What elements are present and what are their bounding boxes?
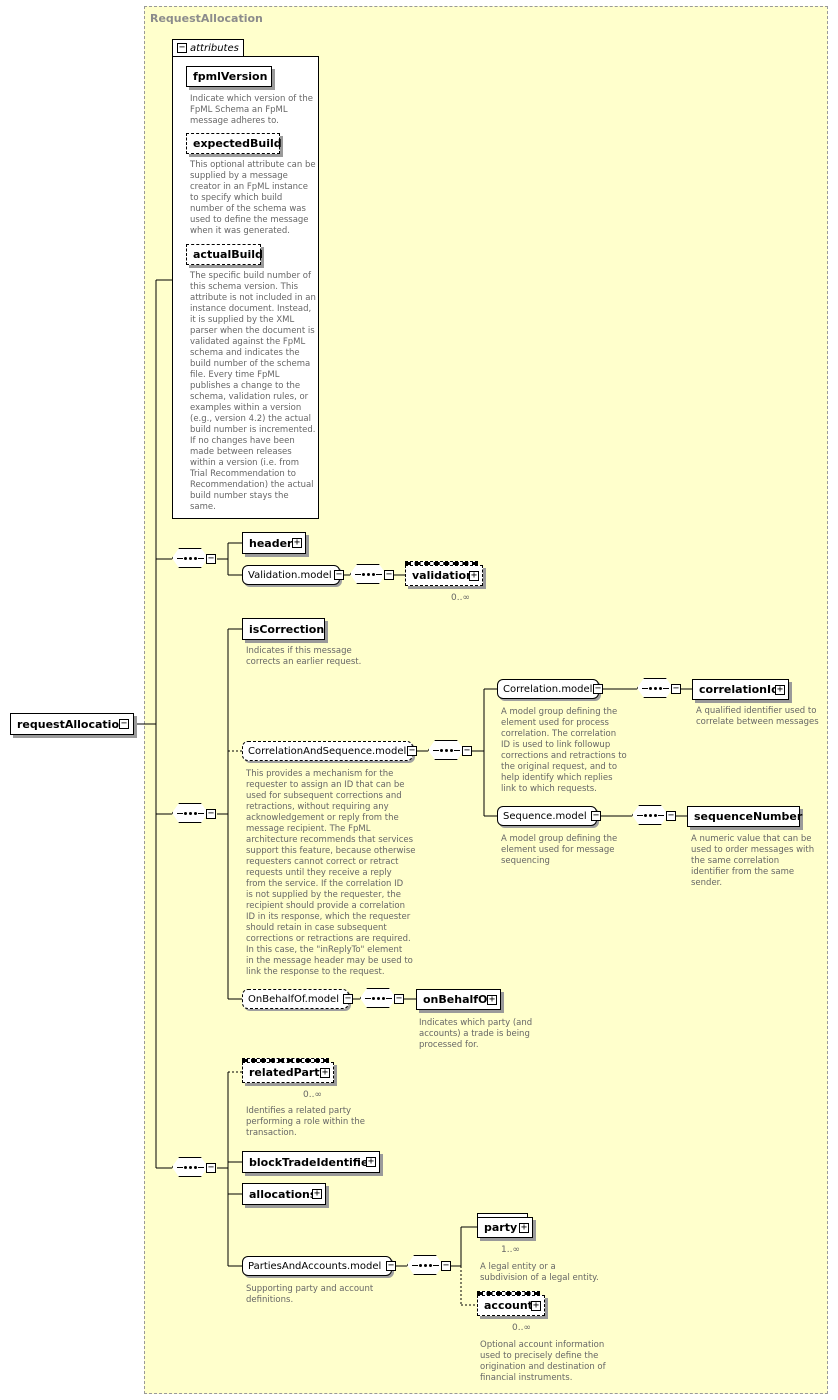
cardinality: 0..∞ [512,1323,531,1333]
collapse-icon[interactable]: − [177,42,187,53]
collapse-icon[interactable]: − [119,718,129,729]
collapse-icon[interactable]: − [343,993,353,1004]
cardinality: 0..∞ [451,593,470,603]
attribute-expectedBuild[interactable]: expectedBuild [186,133,282,154]
element-label: onBehalfOf [423,993,493,1006]
collapse-icon[interactable]: − [206,808,216,819]
group-label: Validation.model [248,569,332,581]
group-label: OnBehalfOf.model [248,993,339,1005]
correlationId-desc: A qualified identifier used to correlate… [696,706,819,727]
sequence-compositor [172,548,210,570]
group-Correlation-model[interactable]: Correlation.model − [497,679,603,699]
collapse-icon[interactable]: − [206,553,216,564]
group-CorrelationAndSequence-model[interactable]: CorrelationAndSequence.model − [242,741,417,761]
element-label: sequenceNumber [694,810,803,823]
sequence-compositor [172,1157,210,1179]
cardinality: 0..∞ [303,1090,322,1100]
element-label: header [249,536,293,550]
group-label: Correlation.model [503,683,593,695]
account-desc: Optional account information used to pre… [480,1340,606,1383]
element-party[interactable]: party + [477,1213,533,1238]
attribute-actualBuild[interactable]: actualBuild [186,244,263,265]
element-label: relatedParty [249,1066,327,1079]
expand-icon[interactable]: + [366,1156,376,1167]
element-label: validation [412,569,474,582]
expand-icon[interactable]: + [320,1067,330,1078]
attributes-tab-label: attributes [190,43,239,54]
collapse-icon[interactable]: − [386,1260,396,1271]
element-header[interactable]: header + [242,532,306,554]
collapse-icon[interactable]: − [394,993,404,1004]
sequence-compositor [407,1255,445,1277]
expand-icon[interactable]: + [531,1300,541,1311]
element-correlationId[interactable]: correlationId + [692,679,789,700]
group-label: PartiesAndAccounts.model [248,1260,382,1272]
sequence-compositor [360,988,398,1010]
onBehalfOf-desc: Indicates which party (and accounts) a t… [419,1018,533,1050]
element-onBehalfOf[interactable]: onBehalfOf + [416,989,501,1010]
expand-icon[interactable]: + [312,1188,322,1199]
attribute-label: expectedBuild [193,137,282,150]
collapse-icon[interactable]: − [671,683,681,694]
root-element-requestAllocation[interactable]: requestAllocation − [10,713,134,735]
attributes-tab[interactable]: − attributes [172,39,244,57]
party-desc: A legal entity or a subdivision of a leg… [480,1262,599,1283]
isCorrection-desc: Indicates if this message corrects an ea… [246,646,362,667]
expand-icon[interactable]: + [469,570,479,581]
element-label: isCorrection [249,622,325,636]
Sequence-model-desc: A model group defining the element used … [501,834,618,866]
attribute-actualBuild-desc: The specific build number of this schema… [190,271,316,512]
expand-icon[interactable]: + [775,684,785,695]
expand-icon[interactable]: + [519,1222,529,1233]
attribute-expectedBuild-desc: This optional attribute can be supplied … [190,160,316,236]
group-label: CorrelationAndSequence.model [248,745,407,757]
collapse-icon[interactable]: − [591,810,601,821]
attribute-label: fpmlVersion [193,70,268,83]
collapse-icon[interactable]: − [407,745,417,756]
group-OnBehalfOf-model[interactable]: OnBehalfOf.model − [242,989,353,1009]
diagram-title: RequestAllocation [150,12,263,25]
sequence-compositor [632,805,670,827]
element-allocations[interactable]: allocations + [242,1183,326,1205]
group-Validation-model[interactable]: Validation.model − [242,565,344,585]
sequence-compositor [428,740,466,762]
attribute-fpmlVersion[interactable]: fpmlVersion [186,66,272,87]
collapse-icon[interactable]: − [593,683,603,694]
sequenceNumber-desc: A numeric value that can be used to orde… [691,834,815,888]
PartiesAndAccounts-desc: Supporting party and account definitions… [246,1284,374,1305]
group-label: Sequence.model [503,810,587,822]
sequence-compositor [350,564,388,586]
sequence-compositor [172,803,210,825]
element-blockTradeIdentifier[interactable]: blockTradeIdentifier + [242,1151,380,1173]
group-PartiesAndAccounts-model[interactable]: PartiesAndAccounts.model − [242,1256,396,1276]
group-Sequence-model[interactable]: Sequence.model − [497,806,601,826]
collapse-icon[interactable]: − [666,810,676,821]
collapse-icon[interactable]: − [206,1162,216,1173]
element-label: blockTradeIdentifier [249,1155,374,1169]
expand-icon[interactable]: + [292,537,302,548]
root-element-label: requestAllocation [17,717,127,731]
expand-icon[interactable]: + [487,994,497,1005]
sequence-compositor [637,678,675,700]
element-isCorrection[interactable]: isCorrection [242,618,325,640]
attribute-fpmlVersion-desc: Indicate which version of the FpML Schem… [190,94,313,126]
collapse-icon[interactable]: − [334,569,344,580]
element-account[interactable]: account + [477,1291,545,1316]
element-label: account [484,1299,533,1312]
Correlation-model-desc: A model group defining the element used … [501,707,627,794]
collapse-icon[interactable]: − [462,745,472,756]
element-label: correlationId [699,683,779,696]
relatedParty-desc: Identifies a related party performing a … [246,1106,365,1138]
element-sequenceNumber[interactable]: sequenceNumber [687,806,803,827]
collapse-icon[interactable]: − [441,1260,451,1271]
CorrelationAndSequence-desc: This provides a mechanism for the reques… [246,769,416,977]
collapse-icon[interactable]: − [384,569,394,580]
element-label: party [484,1221,518,1234]
attribute-label: actualBuild [193,248,263,261]
element-label: allocations [249,1187,317,1201]
element-validation[interactable]: validation + [405,561,483,586]
cardinality: 1..∞ [501,1245,520,1255]
element-relatedParty[interactable]: relatedParty + [242,1058,334,1083]
